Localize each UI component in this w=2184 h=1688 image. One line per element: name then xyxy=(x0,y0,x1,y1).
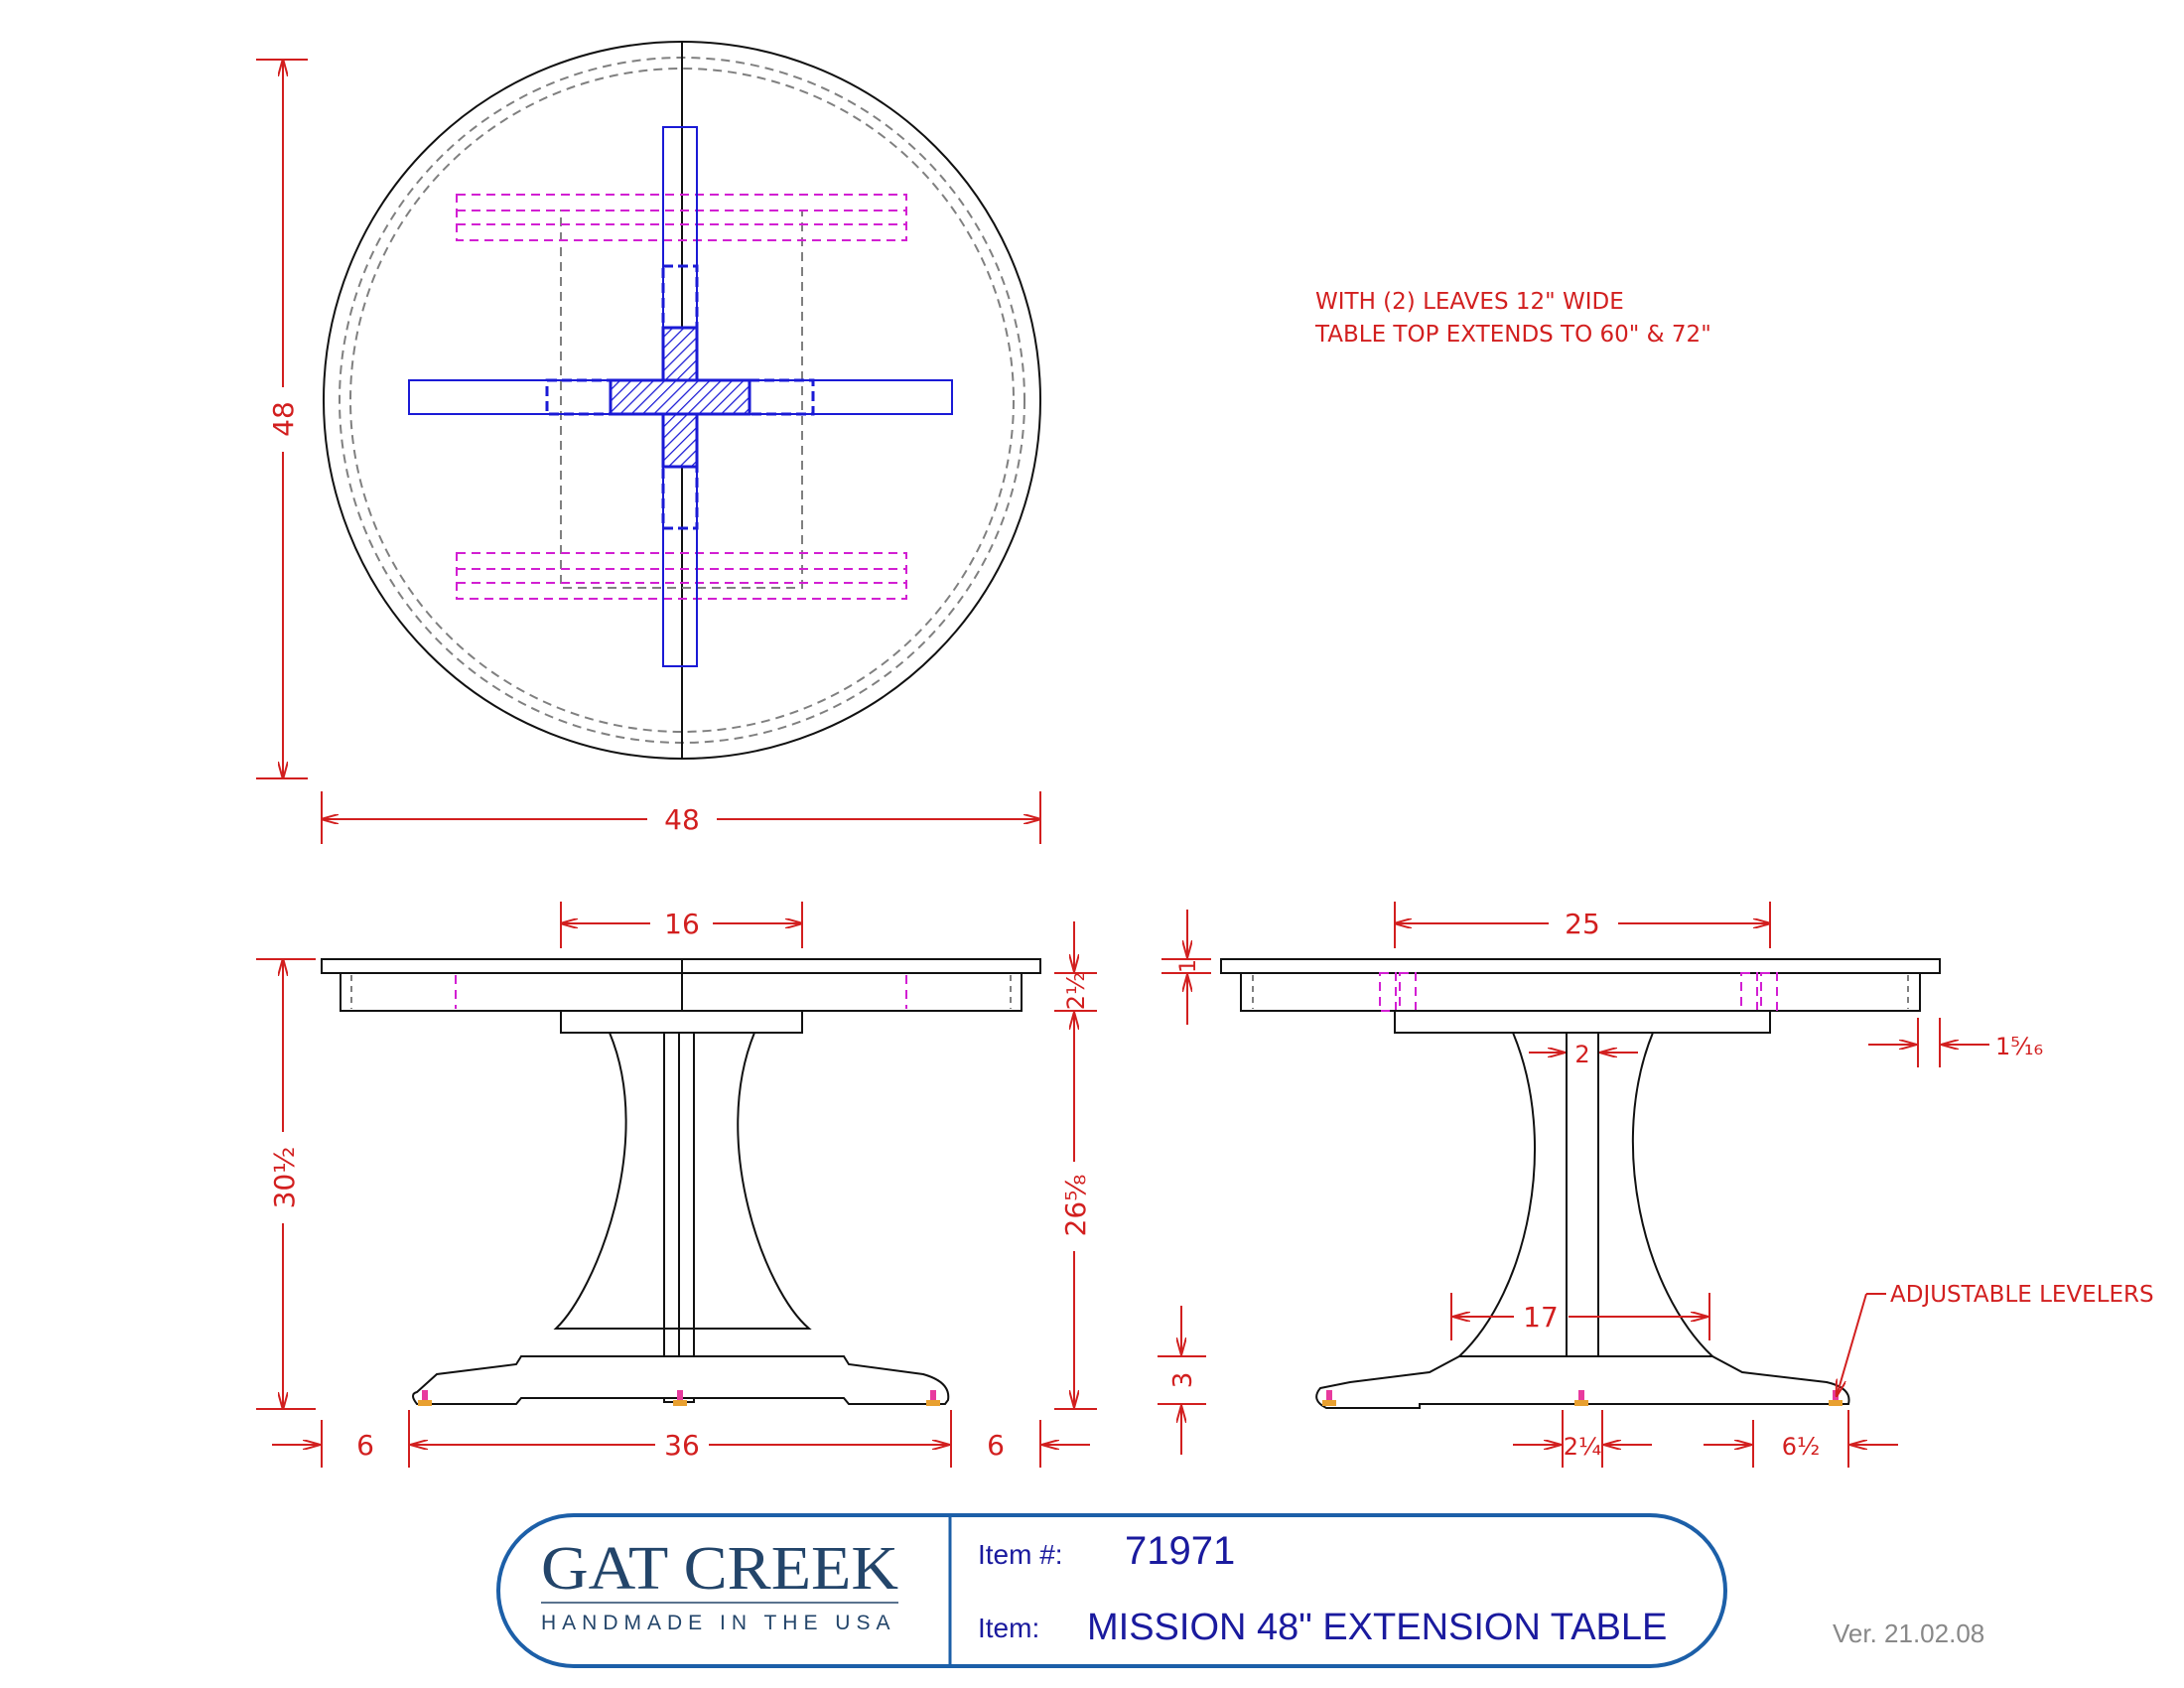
version-label: Ver. 21.02.08 xyxy=(1833,1618,1984,1648)
item-label: Item: xyxy=(978,1613,1039,1643)
dimension-side-top-thickness: 1 xyxy=(1161,910,1211,1025)
note-leaves-line2: TABLE TOP EXTENDS TO 60" & 72" xyxy=(1314,322,1711,348)
slide-bottom xyxy=(456,552,907,600)
dim-top-height-label: 48 xyxy=(267,401,300,437)
dim-front-16-label: 16 xyxy=(664,908,700,940)
dim-side-post-base-label: 2¼ xyxy=(1564,1433,1602,1461)
side-view: 25 1 2 1⁵⁄₁₆ 17 xyxy=(1161,902,2154,1468)
slide-top xyxy=(456,194,907,241)
dimension-side-column: 2 xyxy=(1529,1041,1638,1068)
front-levelers xyxy=(418,1390,940,1406)
dimension-side-post-base: 2¼ xyxy=(1513,1410,1652,1468)
dimension-front-bottom: 6 6 36 xyxy=(272,1410,1090,1468)
dimension-front-16: 16 xyxy=(560,902,803,948)
dim-front-overhang-left-label: 6 xyxy=(356,1429,374,1462)
dim-front-height-label: 30½ xyxy=(268,1147,301,1209)
logo-name: GAT CREEK xyxy=(541,1535,898,1603)
side-foot xyxy=(1315,1355,1850,1409)
dim-side-top-thickness-label: 1 xyxy=(1176,959,1201,973)
front-view: 16 30½ 2½ 26⅝ 3 xyxy=(256,902,1206,1468)
dim-side-25-label: 25 xyxy=(1565,908,1600,940)
note-leaves-line1: WITH (2) LEAVES 12" WIDE xyxy=(1315,289,1624,315)
dim-side-apron-inset-label: 1⁵⁄₁₆ xyxy=(1995,1033,2043,1060)
side-pedestal xyxy=(1456,1032,1715,1357)
title-block-frame xyxy=(496,1513,1727,1668)
item-number-value: 71971 xyxy=(1125,1529,1235,1573)
front-pedestal xyxy=(553,1032,812,1330)
item-number-label: Item #: xyxy=(978,1539,1063,1570)
apron-hidden-inner xyxy=(349,68,1015,733)
side-slide-ends xyxy=(1379,972,1778,1012)
side-trestle-cap xyxy=(1394,1010,1771,1034)
dimension-side-apron-inset: 1⁵⁄₁₆ xyxy=(1868,1018,2043,1067)
dim-side-foot-overhang-label: 6½ xyxy=(1782,1433,1821,1461)
front-trestle-cap xyxy=(560,1010,803,1034)
dim-front-overhang-right-label: 6 xyxy=(987,1429,1005,1462)
dimension-front-total-height: 30½ xyxy=(256,958,316,1410)
item-name-value: MISSION 48" EXTENSION TABLE xyxy=(1087,1607,1667,1648)
front-foot xyxy=(412,1355,950,1405)
title-block: GAT CREEK HANDMADE IN THE USA Item #: 71… xyxy=(496,1513,1727,1668)
dimension-side-pedestal-base: 17 xyxy=(1450,1293,1710,1340)
dimension-side-25: 25 xyxy=(1394,902,1771,948)
dimension-front-foot: 3 xyxy=(1158,1306,1206,1455)
dim-side-pedestal-base-label: 17 xyxy=(1523,1301,1559,1334)
base-cross xyxy=(408,126,953,667)
dimension-side-foot-overhang: 6½ xyxy=(1704,1410,1898,1468)
side-center-post xyxy=(1566,1032,1599,1403)
top-view: 48 48 xyxy=(256,41,1041,844)
dimension-top-height: 48 xyxy=(256,59,308,779)
dim-side-column-label: 2 xyxy=(1574,1041,1589,1068)
dim-front-pedestal-label: 26⅝ xyxy=(1059,1175,1092,1237)
logo-tagline: HANDMADE IN THE USA xyxy=(541,1612,895,1634)
center-block-horizontal xyxy=(609,378,751,416)
levelers-callout: ADJUSTABLE LEVELERS xyxy=(1837,1282,2154,1396)
note-levelers: ADJUSTABLE LEVELERS xyxy=(1890,1282,2154,1308)
dim-front-base-label: 36 xyxy=(664,1429,700,1462)
dim-front-foot-label: 3 xyxy=(1168,1372,1198,1389)
dim-top-width-label: 48 xyxy=(664,803,700,836)
dimension-top-width: 48 xyxy=(321,791,1041,844)
dimension-front-right: 2½ 26⅝ xyxy=(1054,921,1097,1410)
side-table-top xyxy=(1220,958,1941,974)
dim-front-apron-label: 2½ xyxy=(1062,972,1090,1011)
side-apron xyxy=(1240,972,1921,1012)
